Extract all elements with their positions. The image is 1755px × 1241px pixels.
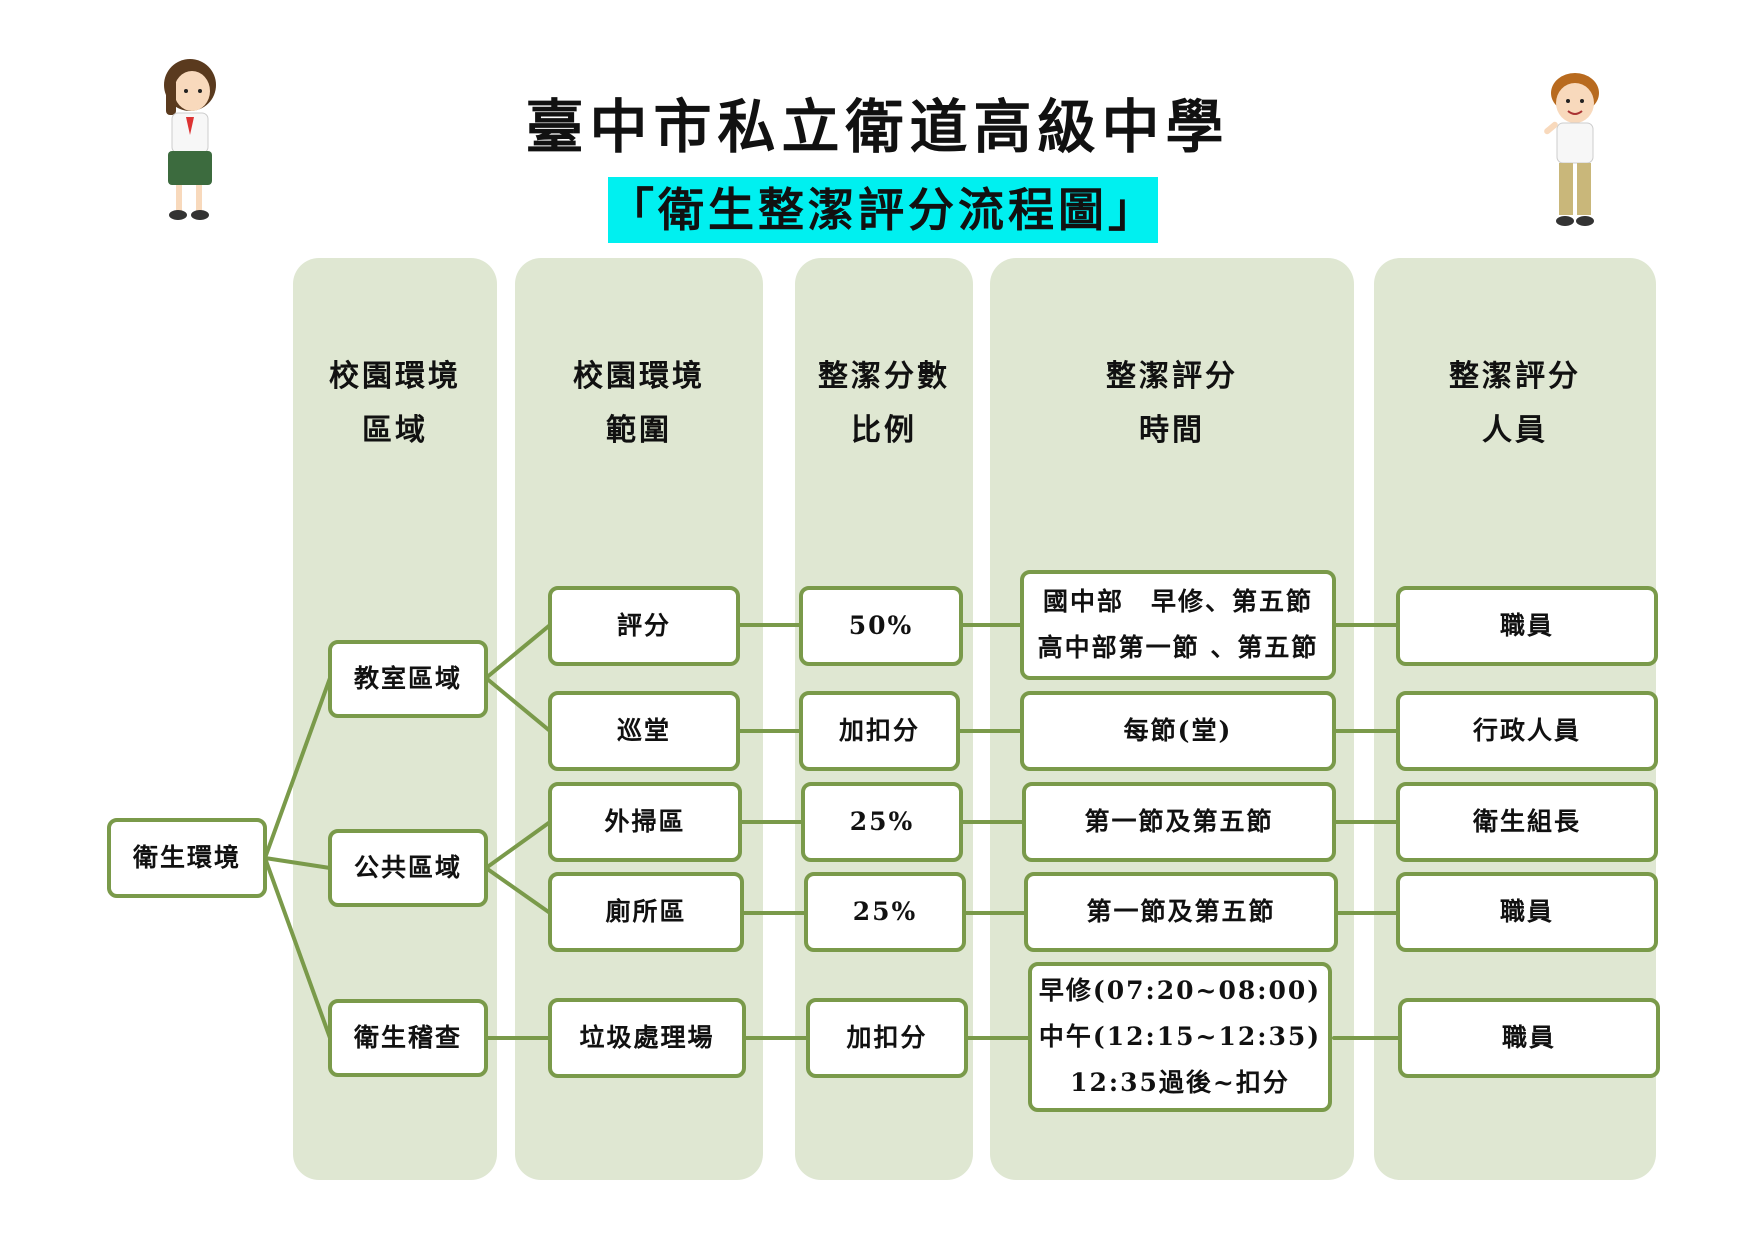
connector-line xyxy=(484,623,552,680)
column-header-line: 整潔評分 xyxy=(1449,359,1581,394)
scope-node: 垃圾處理場 xyxy=(548,998,746,1078)
time-node: 每節(堂) xyxy=(1020,691,1336,771)
column-header: 整潔評分 人員 xyxy=(1374,350,1656,458)
time-node: 第一節及第五節 xyxy=(1024,872,1338,952)
connector-line xyxy=(263,856,332,1040)
root-node: 衛生環境 xyxy=(107,818,267,898)
staff-node: 職員 xyxy=(1396,586,1658,666)
staff-node: 行政人員 xyxy=(1396,691,1658,771)
scope-node: 外掃區 xyxy=(548,782,742,862)
staff-node: 職員 xyxy=(1398,998,1660,1078)
connector-line xyxy=(484,866,552,915)
flowchart-subtitle: 「衛生整潔評分流程圖」 xyxy=(608,177,1158,243)
boy-student-icon xyxy=(1544,73,1599,226)
ratio-node: 25% xyxy=(801,782,963,862)
column-header: 校園環境 範圍 xyxy=(515,350,763,458)
scope-node: 廁所區 xyxy=(548,872,744,952)
column-header-line: 比例 xyxy=(851,413,917,448)
column-header-line: 區域 xyxy=(362,413,428,448)
staff-node: 職員 xyxy=(1396,872,1658,952)
page-title: 臺中市私立衛道高級中學 xyxy=(525,93,1230,161)
area-node: 教室區域 xyxy=(328,640,488,718)
time-node: 早修(07:20~08:00) 中午(12:15~12:35) 12:35過後~… xyxy=(1028,962,1332,1112)
ratio-node: 加扣分 xyxy=(806,998,968,1078)
girl-student-icon xyxy=(164,59,216,220)
ratio-node: 50% xyxy=(799,586,963,666)
connector-line xyxy=(484,676,552,733)
connector-line xyxy=(263,676,332,860)
area-node: 衛生稽查 xyxy=(328,999,488,1077)
column-header-line: 校園環境 xyxy=(329,359,461,394)
column-header: 整潔評分 時間 xyxy=(990,350,1354,458)
time-node: 第一節及第五節 xyxy=(1022,782,1336,862)
column-header-line: 整潔評分 xyxy=(1106,359,1238,394)
staff-node: 衛生組長 xyxy=(1396,782,1658,862)
time-node: 國中部 早修、第五節 高中部第一節 、第五節 xyxy=(1020,570,1336,680)
connector-line xyxy=(263,856,332,870)
column-header: 校園環境 區域 xyxy=(293,350,497,458)
scope-node: 評分 xyxy=(548,586,740,666)
ratio-node: 25% xyxy=(804,872,966,952)
scope-node: 巡堂 xyxy=(548,691,740,771)
column-header-line: 時間 xyxy=(1139,413,1205,448)
ratio-node: 加扣分 xyxy=(799,691,960,771)
column-header-line: 校園環境 xyxy=(573,359,705,394)
column-header-line: 人員 xyxy=(1482,413,1548,448)
column-header-line: 整潔分數 xyxy=(818,359,950,394)
connector-line xyxy=(484,820,552,870)
column-header-line: 範圍 xyxy=(606,413,672,448)
area-node: 公共區域 xyxy=(328,829,488,907)
column-header: 整潔分數 比例 xyxy=(795,350,973,458)
